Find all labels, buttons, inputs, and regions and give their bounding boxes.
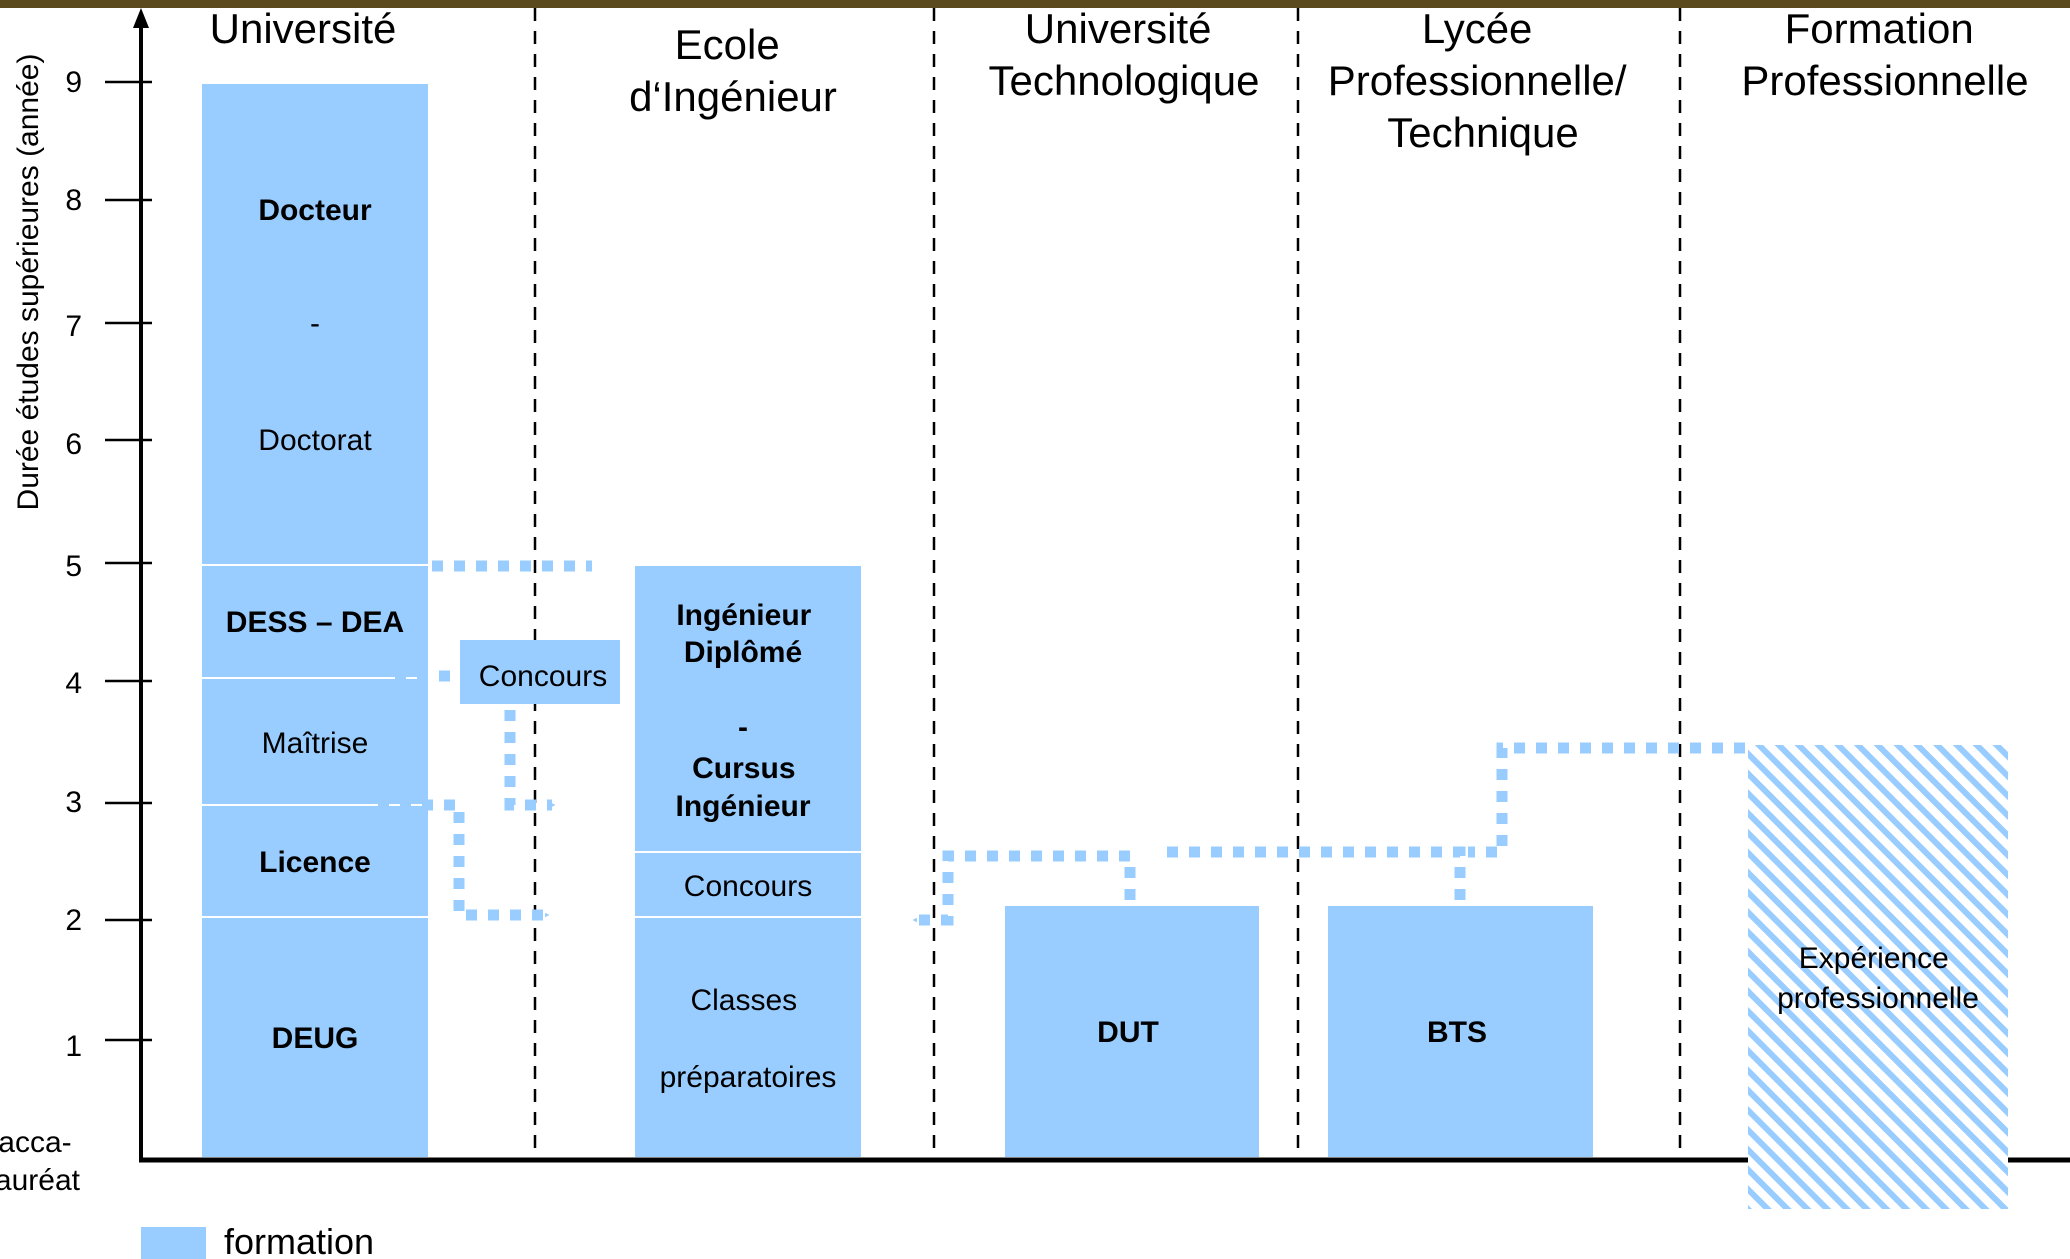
tick-label-9: 9	[65, 66, 82, 99]
column-title-lycee: Lycée Professionnelle/ Technique	[1328, 5, 1639, 156]
top-border	[0, 0, 2070, 8]
concours-box-bg	[460, 640, 620, 704]
label-experience: Expérience professionnelle	[1777, 942, 1979, 1015]
tick-label-7: 7	[65, 310, 82, 343]
arrow-experience-to-bts	[1468, 742, 1745, 858]
column-title-formation-pro: Formation Professionnelle	[1741, 5, 2028, 104]
tick-label-3: 3	[65, 786, 82, 819]
column-title-universite-technologique: Université Technologique	[989, 5, 1260, 104]
label-licence: Licence	[259, 846, 371, 879]
label-deug: DEUG	[272, 1022, 359, 1055]
legend-label: formation	[224, 1221, 374, 1259]
arrow-bts-link	[1162, 846, 1466, 900]
bts-block: BTS	[1328, 906, 1593, 1157]
column-separators	[533, 8, 1682, 1160]
arrow-concours-to-cursus	[504, 710, 556, 811]
arrow-licence-to-cursus	[378, 799, 550, 921]
tick-label-8: 8	[65, 184, 82, 217]
tick-label-6: 6	[65, 428, 82, 461]
column-title-ecole: Ecole d‘Ingénieur	[629, 21, 837, 120]
tick-label-4: 4	[65, 667, 82, 700]
legend: formation	[141, 1221, 374, 1259]
label-doctorat: Doctorat	[258, 424, 372, 457]
experience-block: Expérience professionnelle	[1748, 745, 2008, 1209]
tick-label-5: 5	[65, 550, 82, 583]
label-bts: BTS	[1427, 1016, 1487, 1049]
dut-bar	[1005, 906, 1259, 1157]
experience-bar	[1748, 745, 2008, 1209]
label-dess-dea: DESS – DEA	[226, 606, 404, 639]
ecole-bar	[635, 566, 861, 1157]
y-axis: 1 2 3 4 5 6 7 8 9 Durée études supérieur…	[0, 8, 152, 1197]
legend-swatch	[141, 1227, 206, 1259]
y-axis-label: Durée études supérieures (année)	[12, 54, 45, 511]
tick-label-1: 1	[65, 1030, 82, 1063]
arrow-dut-to-classes	[912, 850, 1136, 926]
universite-bar	[202, 84, 428, 1157]
origin-label: Bacca- lauréat	[0, 1126, 81, 1197]
label-classes-preparatoires: Classes préparatoires	[660, 984, 837, 1094]
label-dash-ecole: -	[738, 711, 748, 744]
ecole-block: Ingénieur Diplômé - Cursus Ingénieur Con…	[635, 566, 861, 1157]
concours-box-label: Concours	[479, 660, 607, 693]
bts-bar	[1328, 906, 1593, 1157]
column-title-universite: Université	[210, 5, 397, 52]
label-dut: DUT	[1097, 1016, 1159, 1049]
label-docteur: Docteur	[258, 194, 372, 227]
flow-arrows	[378, 560, 1745, 926]
dut-block: DUT	[1005, 906, 1259, 1157]
universite-block: Docteur - Doctorat DESS – DEA Maîtrise L…	[202, 84, 428, 1157]
concours-box: Concours	[460, 640, 620, 704]
y-axis-arrow-icon	[133, 8, 149, 28]
label-concours-ecole: Concours	[684, 870, 812, 903]
label-cursus-ingenieur: Cursus Ingénieur	[675, 752, 810, 823]
tick-label-2: 2	[65, 904, 82, 937]
label-dash-docteur: -	[310, 307, 320, 340]
label-ingenieur-diplome: Ingénieur Diplômé	[676, 599, 819, 669]
label-maitrise: Maîtrise	[262, 727, 369, 760]
